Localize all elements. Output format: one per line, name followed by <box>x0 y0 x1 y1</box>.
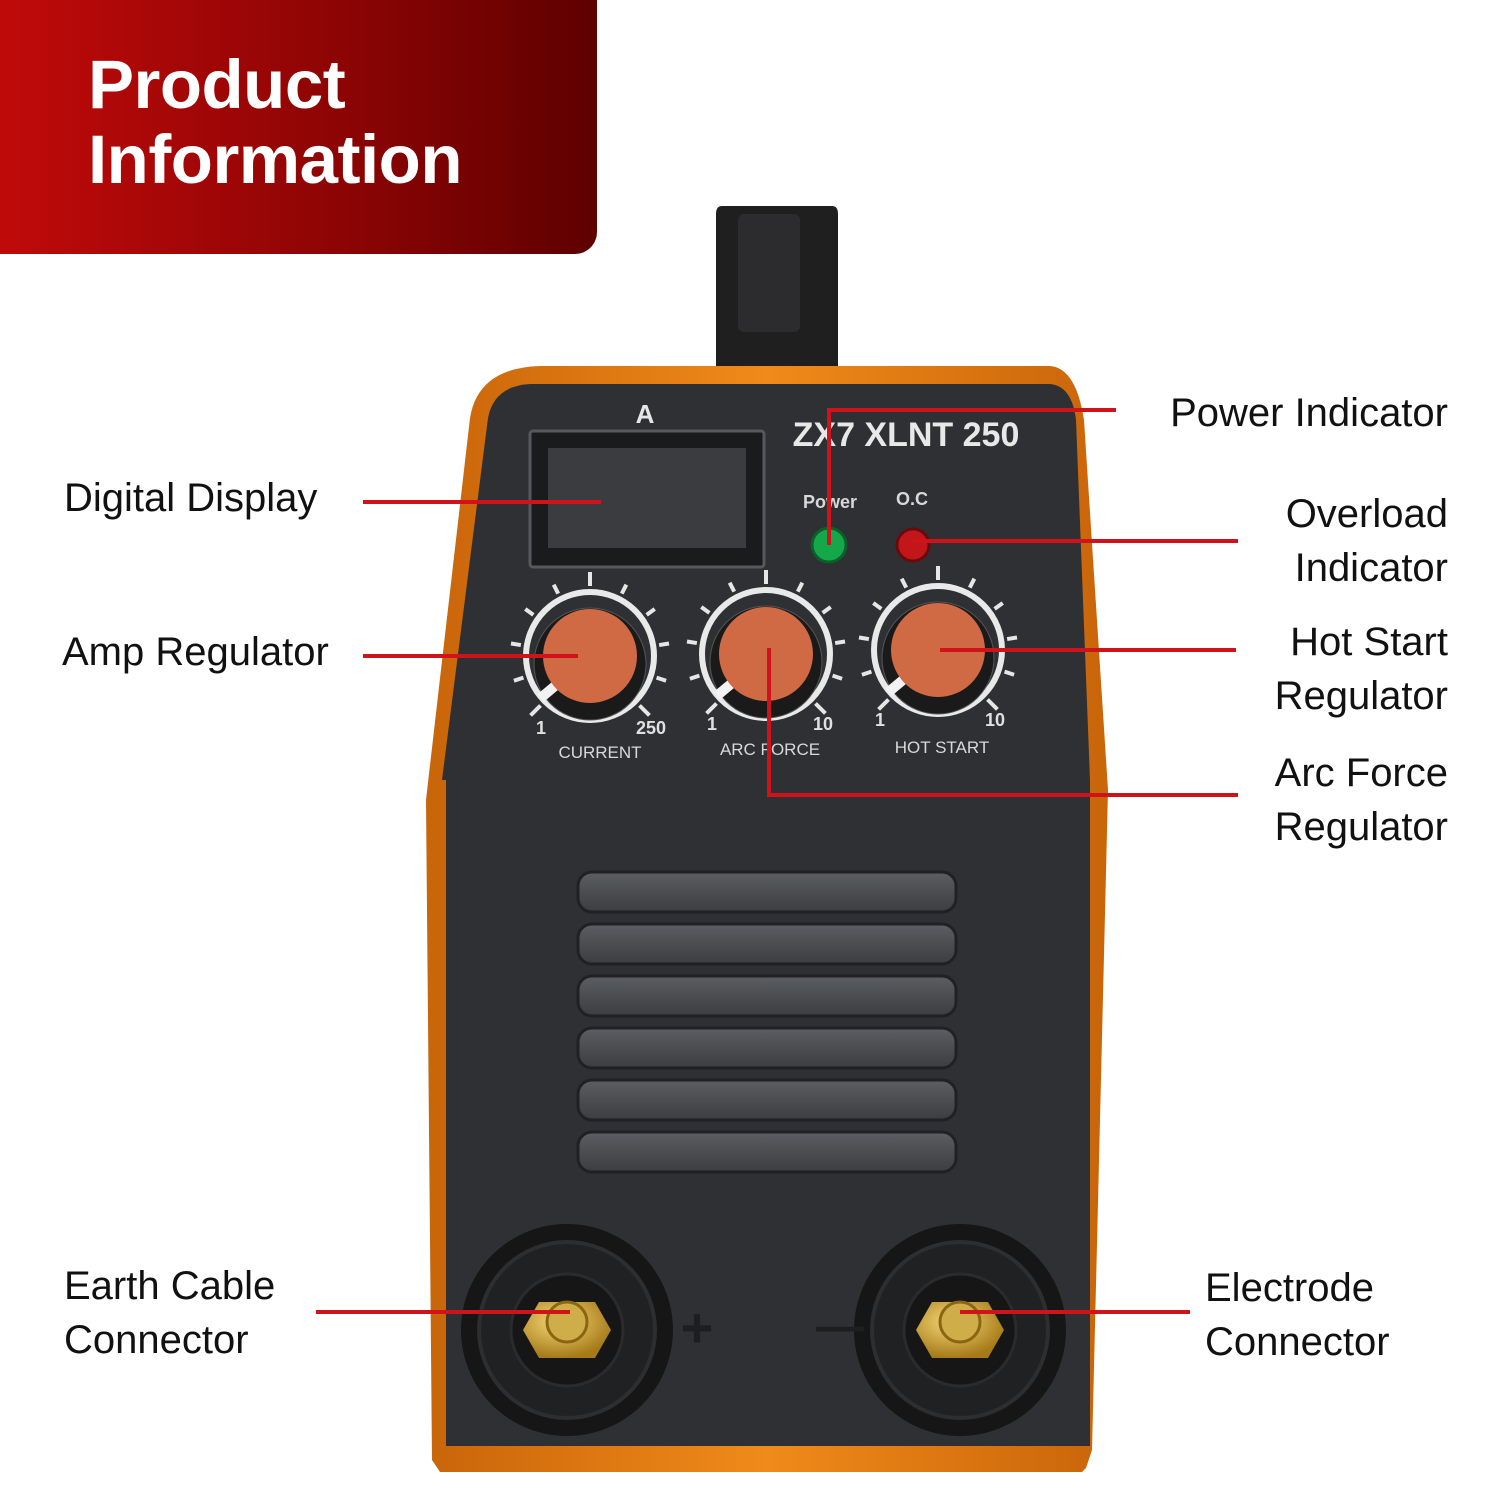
current-scale-tick <box>551 583 561 595</box>
hot-start-scale-tick <box>967 577 977 589</box>
leader-lines <box>316 408 1238 1314</box>
overload-indicator-callout-line-1: Overload <box>1285 492 1448 536</box>
display-unit-label: A <box>636 399 655 429</box>
hot-start-knob[interactable] <box>858 566 1018 717</box>
hot-start-scale-tick <box>1006 635 1018 642</box>
current-knob-name: CURRENT <box>558 743 641 762</box>
earth-cable-connector-callout: Earth Cable Connector <box>64 1259 275 1367</box>
current-knob[interactable] <box>510 572 670 723</box>
vent-slat <box>576 1078 958 1122</box>
vent-slat <box>576 974 958 1018</box>
arc-force-scale-tick <box>795 581 805 593</box>
power-indicator-callout-text: Power Indicator <box>1170 391 1448 435</box>
current-min-label: 1 <box>536 718 546 738</box>
hot-start-max-label: 10 <box>985 710 1005 730</box>
current-knob-cap <box>543 609 637 703</box>
amp-regulator-callout-text: Amp Regulator <box>62 630 329 674</box>
arc-force-regulator-callout-line-1: Arc Force <box>1274 751 1448 795</box>
electrode-connector-callout: Electrode Connector <box>1205 1261 1390 1369</box>
vent-slat <box>576 922 958 966</box>
arc-force-scale-tick <box>689 673 701 681</box>
arc-force-scale-tick <box>814 702 827 715</box>
arc-force-scale-tick <box>834 639 846 646</box>
digital-display-callout: Digital Display <box>64 471 317 525</box>
hot-start-scale-tick <box>993 601 1004 611</box>
banner-title-line-2: Information <box>88 121 462 198</box>
positive-terminal-symbol: + <box>681 1296 714 1359</box>
current-scale-tick <box>529 704 542 717</box>
overload-indicator-callout-line-2: Indicator <box>1294 546 1448 590</box>
amp-regulator-callout: Amp Regulator <box>62 625 329 679</box>
arc-force-scale-tick <box>700 605 711 615</box>
arc-force-regulator-callout-line-2: Regulator <box>1274 805 1448 849</box>
current-scale-tick <box>638 704 651 717</box>
arc-force-scale-tick <box>727 581 737 593</box>
knobs-group <box>510 566 1018 723</box>
banner-title-line-1: Product <box>88 46 346 123</box>
carry-handle <box>716 206 838 368</box>
arc-force-scale-tick <box>821 605 832 615</box>
hot-start-scale-tick <box>858 635 870 642</box>
current-scale-tick <box>645 607 656 617</box>
power-indicator-callout: Power Indicator <box>1170 386 1448 440</box>
arc-force-min-label: 1 <box>707 714 717 734</box>
current-scale-tick <box>513 675 525 683</box>
overload-indicator-callout: Overload Indicator <box>1286 487 1448 595</box>
vent-slat <box>576 870 958 914</box>
hot-start-scale-tick <box>877 698 890 711</box>
vent-slat <box>576 1026 958 1070</box>
earth-cable-connector <box>461 1224 673 1436</box>
power-indicator-leader <box>827 408 1116 545</box>
hot-start-regulator-callout-line-1: Hot Start <box>1290 620 1448 664</box>
electrode-connector <box>854 1224 1066 1436</box>
arc-force-scale-tick <box>686 639 698 646</box>
product-info-banner: Product Information <box>0 0 597 254</box>
hot-start-scale-tick <box>899 577 909 589</box>
hot-start-scale-tick <box>861 669 873 677</box>
hot-start-knob-cap <box>891 603 985 697</box>
earth-cable-connector-callout-line-2: Connector <box>64 1318 249 1362</box>
hot-start-min-label: 1 <box>875 710 885 730</box>
current-max-label: 250 <box>636 718 666 738</box>
hot-start-regulator-callout: Hot Start Regulator <box>1275 615 1448 723</box>
digital-display <box>528 429 766 569</box>
current-scale-tick <box>655 675 667 683</box>
current-scale-tick <box>619 583 629 595</box>
vent-slat <box>576 1130 958 1174</box>
hot-start-scale-tick <box>1003 669 1015 677</box>
negative-terminal-symbol: — <box>816 1300 864 1353</box>
hot-start-knob-name: HOT START <box>895 738 989 757</box>
arc-force-knob-cap <box>719 607 813 701</box>
electrode-connector-callout-line-1: Electrode <box>1205 1266 1374 1310</box>
overload-indicator-label: O.C <box>896 489 928 509</box>
arc-force-max-label: 10 <box>813 714 833 734</box>
hot-start-regulator-callout-line-2: Regulator <box>1274 674 1448 718</box>
hot-start-scale-tick <box>986 698 999 711</box>
current-scale-tick <box>658 641 670 648</box>
earth-cable-connector-callout-line-1: Earth Cable <box>64 1264 276 1308</box>
hot-start-scale-tick <box>872 601 883 611</box>
current-scale-tick <box>510 641 522 648</box>
ventilation-grille <box>576 870 958 1174</box>
arc-force-regulator-leader <box>767 648 1238 797</box>
current-scale-tick <box>524 607 535 617</box>
overload-indicator-light <box>895 527 931 563</box>
model-name: ZX7 XLNT 250 <box>793 416 1020 454</box>
arc-force-knob[interactable] <box>686 570 846 721</box>
electrode-connector-callout-line-2: Connector <box>1205 1320 1390 1364</box>
arc-force-scale-tick <box>831 673 843 681</box>
digital-display-callout-text: Digital Display <box>64 476 318 520</box>
arc-force-regulator-callout: Arc Force Regulator <box>1275 746 1448 854</box>
arc-force-scale-tick <box>705 702 718 715</box>
